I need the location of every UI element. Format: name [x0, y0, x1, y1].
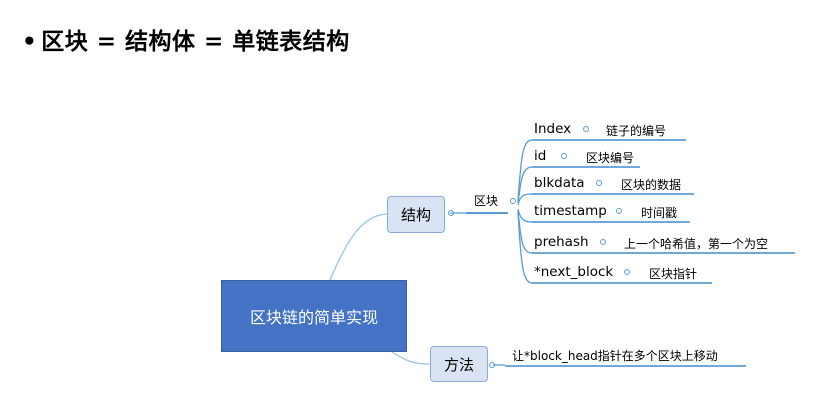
- field-name[interactable]: timestamp: [534, 203, 607, 219]
- heading-bullet: •: [22, 29, 38, 55]
- field-name[interactable]: *next_block: [534, 264, 614, 280]
- mindmap-root-node[interactable]: 区块链的简单实现: [221, 280, 407, 352]
- sub-node-block[interactable]: 区块: [474, 194, 499, 208]
- field-note: 上一个哈希值，第一个为空: [624, 237, 769, 251]
- field-note: 时间戳: [641, 206, 678, 220]
- heading-text: 区块 = 结构体 = 单链表结构: [41, 29, 350, 55]
- note-icon: [583, 126, 589, 132]
- collapse-toggle-icon[interactable]: [510, 198, 516, 204]
- field-note: 区块的数据: [621, 178, 682, 192]
- connector-field-5: [517, 212, 533, 284]
- field-name[interactable]: prehash: [534, 234, 589, 250]
- branch-structure-node[interactable]: 结构: [387, 196, 445, 233]
- note-icon: [561, 153, 567, 159]
- field-name[interactable]: id: [534, 148, 547, 164]
- collapse-toggle-icon[interactable]: [448, 210, 454, 216]
- method-note: 让*block_head指针在多个区块上移动: [512, 349, 718, 363]
- connector-root-method: [391, 351, 431, 365]
- note-icon: [624, 269, 630, 275]
- connector-root-structure: [329, 213, 388, 281]
- connector-field-0: [517, 139, 533, 202]
- page-heading: •区块 = 结构体 = 单链表结构: [22, 22, 350, 56]
- connector-field-1: [517, 166, 533, 204]
- note-icon: [616, 208, 622, 214]
- collapse-toggle-icon[interactable]: [489, 362, 495, 368]
- note-icon: [600, 239, 606, 245]
- field-note: 链子的编号: [606, 124, 667, 138]
- connector-field-2: [517, 193, 533, 206]
- branch-method-node[interactable]: 方法: [430, 346, 488, 382]
- field-note: 区块指针: [649, 267, 698, 281]
- field-note: 区块编号: [586, 151, 635, 165]
- field-name[interactable]: Index: [534, 121, 572, 137]
- field-name[interactable]: blkdata: [534, 175, 585, 191]
- connector-field-3: [517, 208, 533, 223]
- note-icon: [596, 180, 602, 186]
